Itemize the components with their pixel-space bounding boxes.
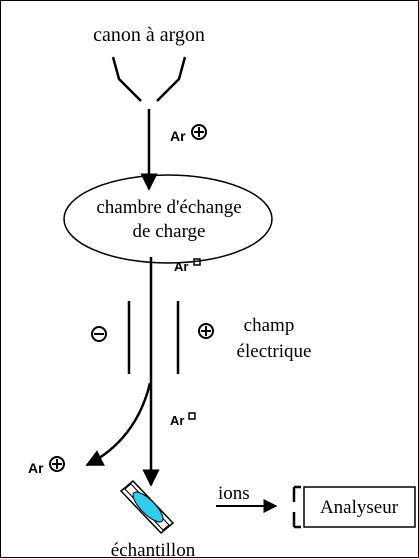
analyzer-label: Analyseur xyxy=(320,497,399,518)
argon-gun xyxy=(111,56,187,102)
analyzer-slit xyxy=(292,485,301,529)
field-label-line2: électrique xyxy=(237,341,312,362)
field-label-line1: champ xyxy=(244,315,295,336)
ar-zero-label-2: Ar xyxy=(170,413,184,428)
sample-label: échantillon xyxy=(111,540,196,559)
chamber-label-line2: de charge xyxy=(133,221,206,242)
minus-circle-icon xyxy=(91,326,107,342)
chamber-label-line1: chambre d'échange xyxy=(96,197,241,218)
ar-zero-label-1: Ar xyxy=(174,259,188,274)
ions-label: ions xyxy=(218,483,250,504)
ar-plus-left-label: Ar xyxy=(28,460,44,476)
zero-superscript-icon-2 xyxy=(188,412,196,420)
ar-plus-top-label: Ar xyxy=(170,128,186,144)
charge-exchange-chamber xyxy=(63,174,273,264)
sample-crystal xyxy=(132,491,164,523)
plus-circle-icon xyxy=(191,124,207,140)
deflected-ion-arrow xyxy=(85,382,152,467)
zero-superscript-icon xyxy=(193,258,201,266)
plus-circle-icon-field xyxy=(198,323,214,339)
sample-holder xyxy=(119,479,175,535)
source-label: canon à argon xyxy=(93,24,205,46)
plus-circle-icon-left xyxy=(49,456,65,472)
analyzer-box xyxy=(303,486,416,528)
